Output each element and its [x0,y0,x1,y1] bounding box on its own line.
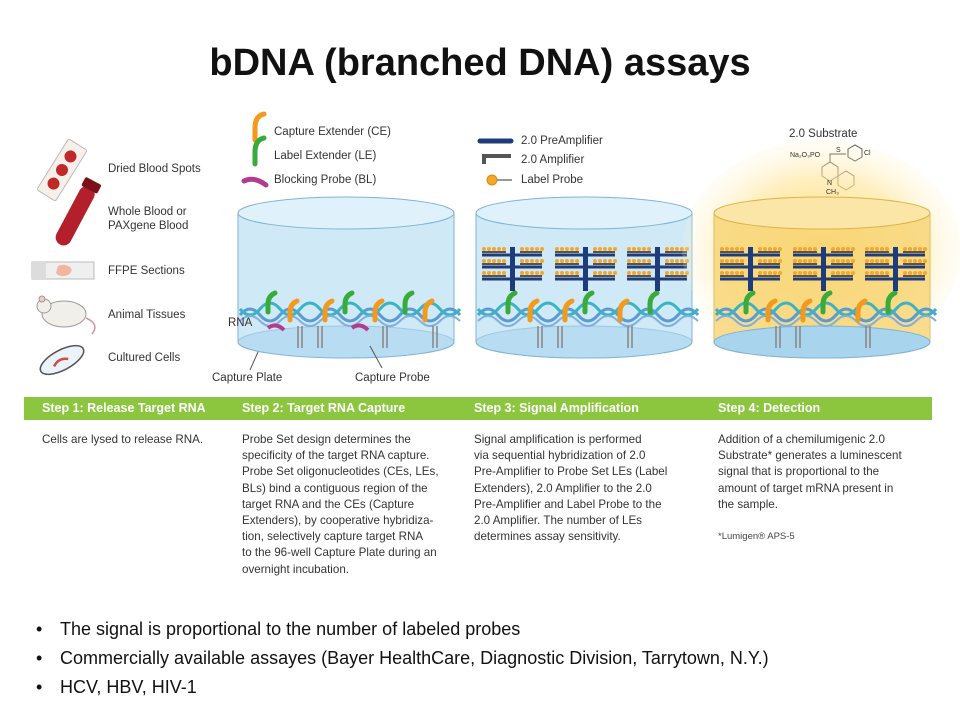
step2-description: Probe Set design determines the specific… [242,433,439,576]
legend-label-probe: Label Probe [521,174,584,186]
step2-header: Step 2: Target RNA Capture [242,401,406,415]
step1-header: Step 1: Release Target RNA [42,401,206,415]
le-legend-icon [252,135,267,167]
bullet-list: The signal is proportional to the number… [36,617,769,704]
bdna-diagram [31,111,960,376]
probes-step2 [249,293,438,371]
step4-description: Addition of a chemilumigenic 2.0 Substra… [718,433,902,511]
rna-label: RNA [228,317,253,329]
legend-label-extender: Label Extender (LE) [274,150,377,162]
legend-preamplifier: 2.0 PreAmplifier [521,135,603,147]
sample-dried-blood-spots: Dried Blood Spots [108,163,201,175]
capture-probe-label: Capture Probe [355,372,430,384]
sample-animal-tissues: Animal Tissues [108,309,186,321]
ffpe-slide-icon [31,261,95,280]
dried-blood-spot-card-icon [37,138,87,202]
step3-header: Step 3: Signal Amplification [474,401,639,415]
step4-header: Step 4: Detection [718,401,821,415]
substrate-formula-sulfur: S [836,147,841,154]
capture-plate-label: Capture Plate [212,372,283,384]
step1-description: Cells are lysed to release RNA. [42,433,204,446]
petri-dish-icon [39,344,85,376]
substrate-formula-chlorine: Cl [864,150,871,157]
lumigen-footnote: *Lumigen® APS-5 [718,531,795,542]
substrate-formula-methyl: CH₃ [826,189,839,196]
sample-whole-blood: Whole Blood or PAXgene Blood [108,206,189,232]
legend-amplifier: 2.0 Amplifier [521,154,585,166]
step3-description: Signal amplification is performed via se… [474,433,668,544]
sample-cultured-cells: Cultured Cells [108,352,181,364]
blood-tube-icon [55,177,101,246]
capture-plate-step2 [237,196,462,359]
bullet-item: Commercially available assayes (Bayer He… [36,646,769,675]
bullet-item: The signal is proportional to the number… [36,617,769,646]
substrate-formula-phosphate: Na₂O₃PO [790,152,821,159]
sample-ffpe-sections: FFPE Sections [108,265,185,277]
bl-legend-icon [241,176,269,188]
substrate-label: 2.0 Substrate [789,128,858,140]
capture-plate-step4 [682,140,960,360]
capture-plate-step3 [475,196,700,359]
ce-legend-icon [252,111,267,143]
label-probe-legend-icon [486,174,512,186]
substrate-formula-nitrogen: N [827,180,833,187]
bullet-item: HCV, HBV, HIV-1 [36,675,769,704]
slide-title: bDNA (branched DNA) assays [209,42,751,84]
step-header-bar: Step 1: Release Target RNA Step 2: Targe… [24,397,932,420]
mouse-icon [36,295,96,335]
legend-blocking-probe: Blocking Probe (BL) [274,174,377,186]
legend-capture-extender: Capture Extender (CE) [274,126,391,138]
amplifier-legend-icon [482,154,511,164]
